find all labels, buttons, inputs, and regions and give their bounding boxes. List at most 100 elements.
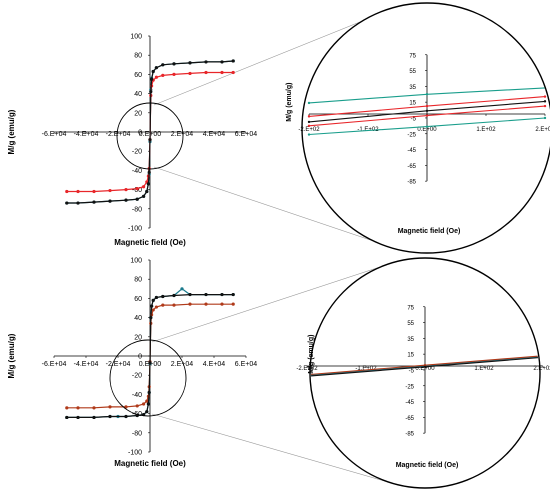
data-point [161, 303, 165, 307]
data-point [543, 100, 547, 103]
y-tick-label: -85 [405, 432, 414, 438]
y-axis-label: M/g (emu/g) [308, 335, 315, 374]
data-point [542, 355, 544, 357]
connector-line-upper [153, 6, 398, 106]
y-tick-label: 80 [134, 53, 142, 60]
data-point [425, 114, 429, 117]
x-tick-label: 0.E+00 [415, 366, 435, 372]
data-point [204, 292, 208, 297]
x-tick-label: 2.E+02 [533, 366, 550, 372]
data-point [307, 120, 311, 124]
data-point [154, 295, 158, 300]
data-point [151, 298, 155, 302]
y-tick-label: 55 [409, 69, 416, 75]
data-point [76, 189, 80, 194]
x-tick-label: -2.E+04 [106, 361, 131, 368]
data-point [154, 305, 158, 309]
data-point [231, 59, 235, 63]
y-tick-label: 35 [407, 337, 414, 343]
top-main-plot: 100806040200-20-40-60-80-100-6.E+04-4.E+… [7, 34, 257, 248]
data-point [145, 410, 149, 414]
series-group [65, 287, 235, 420]
x-tick-label: -2.E+02 [298, 127, 320, 133]
data-point [188, 71, 192, 76]
data-point [76, 415, 80, 420]
x-axis-label: Magnetic field (Oe) [398, 228, 461, 235]
data-point [124, 198, 128, 202]
y-tick-label: -20 [132, 149, 142, 156]
y-tick-label: 55 [407, 321, 414, 327]
data-point [142, 194, 146, 198]
data-point [188, 61, 192, 65]
data-point [108, 414, 112, 419]
y-tick-label: 100 [130, 34, 142, 41]
data-point [92, 406, 96, 410]
y-tick-label: -65 [405, 416, 414, 422]
x-tick-label: 4.E+04 [203, 361, 225, 368]
y-tick-label: 35 [409, 85, 416, 91]
x-tick-label: -1.E+02 [355, 366, 377, 372]
data-point [124, 188, 128, 192]
data-point [135, 187, 139, 191]
data-point [108, 199, 112, 203]
data-point [65, 415, 69, 420]
data-point [204, 302, 208, 306]
y-tick-label: -85 [407, 180, 416, 186]
x-tick-label: -2.E+04 [106, 131, 131, 138]
data-point [172, 293, 176, 298]
x-tick-label: 4.E+04 [203, 131, 225, 138]
data-point [148, 361, 152, 365]
x-tick-label: -6.E+04 [42, 361, 67, 368]
bottom-main-plot: 100806040200-20-40-60-80-100-6.E+04-4.E+… [7, 258, 257, 469]
x-axis-label: Magnetic field (Oe) [114, 238, 186, 247]
data-point [161, 73, 165, 77]
data-point [231, 70, 235, 75]
y-tick-label: -45 [407, 148, 416, 154]
y-axis-label: M/g (emu/g) [7, 109, 16, 154]
data-point [92, 200, 96, 204]
x-tick-label: 0.E+00 [417, 127, 437, 133]
y-tick-label: 40 [134, 91, 142, 98]
data-point [220, 60, 224, 64]
series-group [65, 59, 235, 205]
data-point [231, 292, 235, 297]
data-point [124, 414, 128, 419]
data-point [135, 197, 139, 201]
data-point [423, 365, 427, 368]
y-tick-label: 40 [134, 315, 142, 322]
y-tick-label: 60 [134, 296, 142, 303]
y-axis-label: M/g (emu/g) [286, 83, 293, 122]
data-point [76, 406, 80, 410]
data-point [204, 60, 208, 64]
data-point [147, 170, 151, 174]
x-tick-label: -4.E+04 [74, 131, 99, 138]
data-point [146, 182, 150, 186]
data-point [108, 188, 112, 193]
y-tick-label: -40 [132, 168, 142, 175]
y-tick-label: 75 [407, 305, 414, 311]
x-tick-label: 6.E+04 [235, 131, 257, 138]
y-axis-label: M/g (emu/g) [7, 333, 16, 378]
data-point [188, 292, 192, 297]
data-point [425, 109, 429, 113]
data-point [543, 116, 547, 120]
data-point [425, 104, 429, 108]
data-point [108, 405, 112, 409]
data-point [425, 93, 429, 96]
data-point [172, 72, 176, 76]
data-point [220, 292, 224, 297]
data-point [151, 69, 155, 74]
y-tick-label: 100 [130, 258, 142, 265]
data-point [146, 402, 150, 406]
y-tick-label: -5 [411, 116, 417, 122]
x-tick-label: 1.E+02 [474, 366, 494, 372]
data-point [65, 201, 69, 205]
zoom-region-circle [116, 102, 184, 170]
data-point [154, 75, 158, 79]
y-tick-label: 0 [138, 130, 142, 137]
data-point [124, 405, 128, 409]
data-point [425, 125, 429, 128]
connector-line-lower [151, 413, 396, 485]
